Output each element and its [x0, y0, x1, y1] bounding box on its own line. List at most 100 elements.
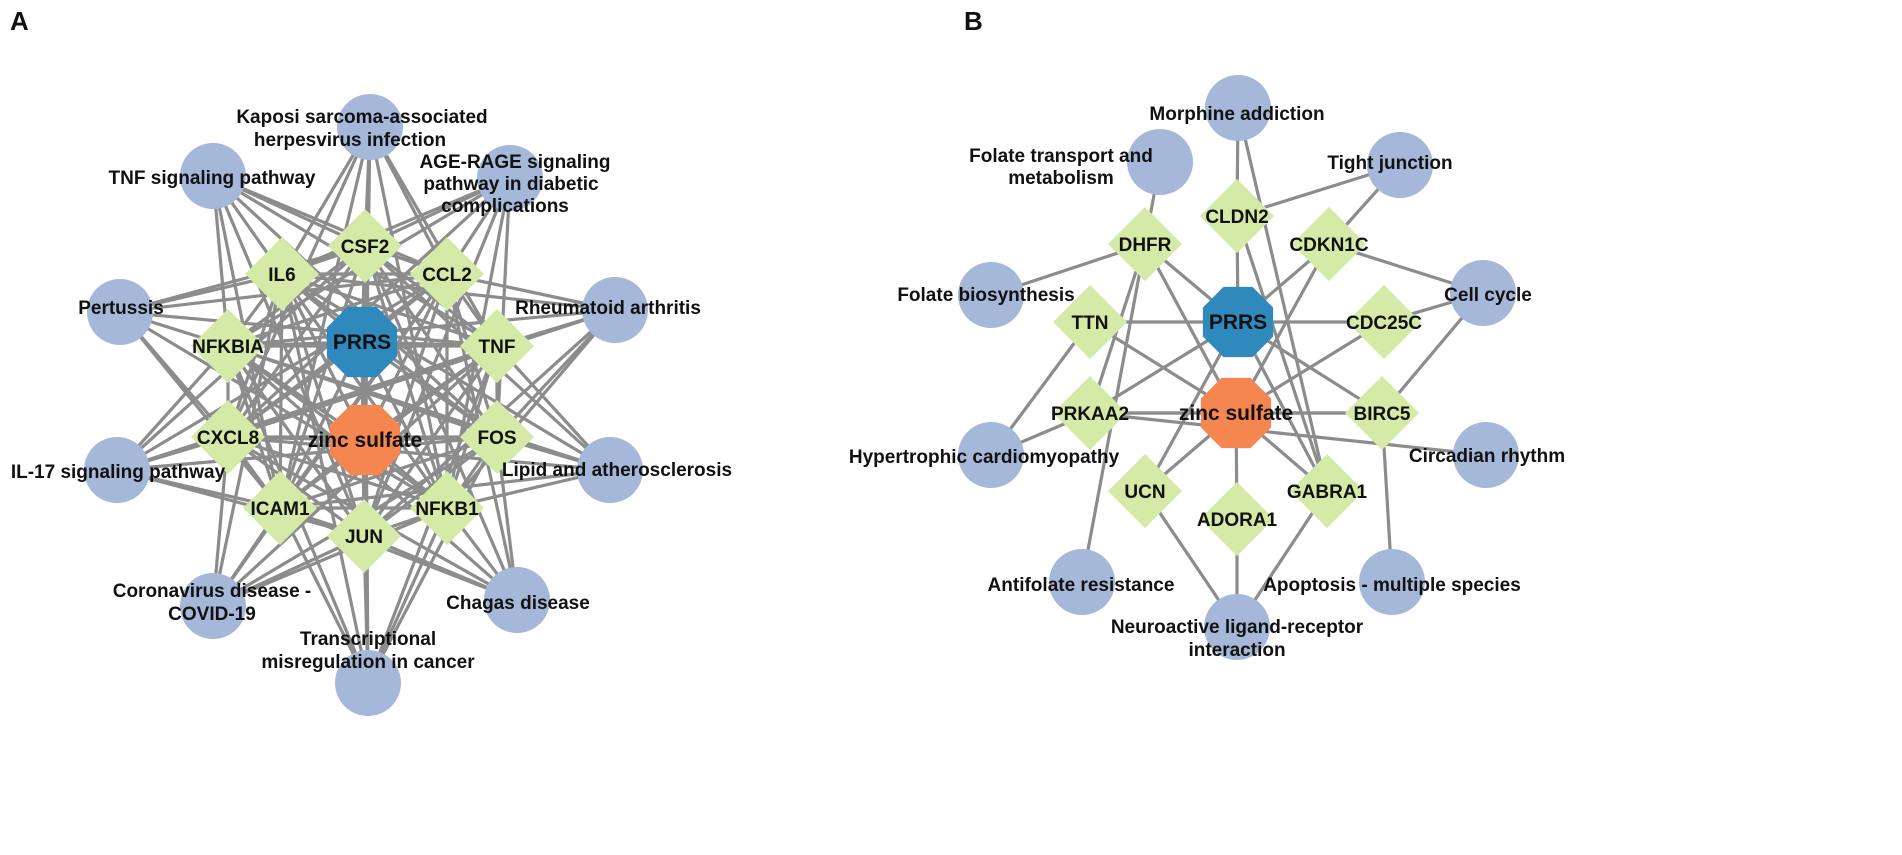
- pathway-node-kshv[interactable]: [337, 94, 403, 160]
- pathway-node-ra[interactable]: [582, 277, 648, 343]
- edge-fos-age: [495, 177, 512, 438]
- gene-node-tnf[interactable]: [460, 309, 534, 383]
- panel-a-label: A: [10, 6, 29, 36]
- pathway-node-cell[interactable]: [1450, 260, 1516, 326]
- edge-csf2-chagas: [363, 245, 519, 601]
- pathway-label-age: complications: [441, 196, 569, 217]
- pathway-node-neuro[interactable]: [1204, 594, 1270, 660]
- edge-il6-lipid: [281, 272, 611, 472]
- gene-node-birc5[interactable]: [1345, 376, 1419, 450]
- gene-node-ttn[interactable]: [1053, 285, 1127, 359]
- pathway-node-lipid[interactable]: [577, 437, 643, 503]
- pathway-node-pert[interactable]: [87, 279, 153, 345]
- pathway-label-apop: Apoptosis - multiple species: [1263, 575, 1521, 596]
- edge-ccl2-il17: [116, 272, 448, 472]
- pathway-label-kshv: herpesvirus infection: [254, 130, 446, 151]
- gene-node-icam1[interactable]: [243, 471, 317, 545]
- pathway-label-age: pathway in diabetic: [423, 174, 599, 195]
- prrs-hub-label: PRRS: [1209, 311, 1267, 334]
- zinc-sulfate-hub-label: zinc sulfate: [1179, 402, 1293, 425]
- pathway-label-age: AGE-RAGE signaling: [419, 152, 610, 173]
- pathway-node-age[interactable]: [477, 145, 543, 211]
- gene-label-il6: IL6: [268, 265, 295, 286]
- edge-prkaa2-circ: [1089, 411, 1487, 457]
- gene-node-prkaa2[interactable]: [1053, 376, 1127, 450]
- pathway-node-circ[interactable]: [1453, 422, 1519, 488]
- zinc-sulfate-hub-label: zinc sulfate: [308, 429, 422, 452]
- gene-node-ucn[interactable]: [1108, 454, 1182, 528]
- gene-label-icam1: ICAM1: [250, 499, 310, 520]
- pathway-node-chagas[interactable]: [484, 567, 550, 633]
- pathway-label-covid: Coronavirus disease -: [113, 581, 312, 602]
- gene-node-cxcl8[interactable]: [191, 400, 265, 474]
- edge-cldn2-gabra1: [1235, 215, 1329, 492]
- pathway-label-circ: Circadian rhythm: [1409, 446, 1565, 467]
- edge-nfkbia-ra: [227, 308, 616, 348]
- pathway-label-folt: metabolism: [1008, 168, 1114, 189]
- gene-node-nfkb1[interactable]: [410, 471, 484, 545]
- pathway-node-trans[interactable]: [335, 650, 401, 716]
- pathway-label-covid: COVID-19: [168, 604, 256, 625]
- gene-node-fos[interactable]: [460, 400, 534, 474]
- pathway-label-ra: Rheumatoid arthritis: [515, 298, 701, 319]
- pathway-label-kshv: Kaposi sarcoma-associated: [236, 107, 487, 128]
- gene-node-dhfr[interactable]: [1108, 207, 1182, 281]
- pathway-label-folb: Folate biosynthesis: [897, 285, 1074, 306]
- gene-node-adora1[interactable]: [1200, 482, 1274, 556]
- edge-gabra1-morph: [1236, 107, 1329, 492]
- gene-node-cdkn1c[interactable]: [1292, 207, 1366, 281]
- pathway-node-folt[interactable]: [1127, 129, 1193, 195]
- gene-node-csf2[interactable]: [328, 209, 402, 283]
- pathway-label-trans: misregulation in cancer: [261, 652, 475, 673]
- gene-node-cldn2[interactable]: [1200, 179, 1274, 253]
- pathway-label-chagas: Chagas disease: [446, 593, 590, 614]
- edge-jun-age: [362, 177, 512, 537]
- gene-label-ccl2: CCL2: [422, 265, 472, 286]
- pathway-node-tnfp[interactable]: [180, 143, 246, 209]
- gene-label-gabra1: GABRA1: [1287, 482, 1368, 503]
- pathway-label-trans: Transcriptional: [300, 629, 436, 650]
- gene-label-prkaa2: PRKAA2: [1051, 404, 1129, 425]
- zinc-sulfate-hub-node[interactable]: [329, 404, 401, 476]
- gene-node-ccl2[interactable]: [410, 237, 484, 311]
- gene-node-il6[interactable]: [245, 237, 319, 311]
- pathway-label-neuro: Neuroactive ligand-receptor: [1111, 617, 1364, 638]
- pathway-node-morph[interactable]: [1205, 75, 1271, 141]
- pathway-label-morph: Morphine addiction: [1149, 104, 1324, 125]
- gene-node-gabra1[interactable]: [1290, 454, 1364, 528]
- edge-icam1-kshv: [278, 126, 372, 509]
- gene-label-birc5: BIRC5: [1353, 404, 1410, 425]
- edge-il6-age: [281, 176, 511, 276]
- prrs-hub-node[interactable]: [1202, 286, 1274, 358]
- pathway-node-anti[interactable]: [1049, 549, 1115, 615]
- edge-icam1-pert: [118, 310, 282, 510]
- pathway-node-folb[interactable]: [958, 262, 1024, 328]
- pathway-label-tight: Tight junction: [1327, 153, 1452, 174]
- gene-label-fos: FOS: [477, 428, 516, 449]
- pathway-label-neuro: interaction: [1188, 640, 1285, 661]
- edge-fos-trans: [366, 436, 499, 684]
- prrs-hub-node[interactable]: [326, 306, 398, 378]
- pathway-label-il17: IL-17 signaling pathway: [11, 462, 226, 483]
- pathway-node-apop[interactable]: [1359, 549, 1425, 615]
- pathway-node-covid[interactable]: [180, 573, 246, 639]
- pathway-label-cell: Cell cycle: [1444, 285, 1532, 306]
- edge-fos-tnfp: [211, 174, 499, 439]
- pathway-node-tight[interactable]: [1367, 132, 1433, 198]
- pathway-label-pert: Pertussis: [78, 298, 164, 319]
- pathway-node-il17[interactable]: [84, 437, 150, 503]
- pathway-label-tnfp: TNF signaling pathway: [109, 168, 316, 189]
- gene-label-tnf: TNF: [479, 337, 516, 358]
- gene-node-jun[interactable]: [327, 499, 401, 573]
- edge-ccl2-tnfp: [212, 174, 448, 276]
- pathway-label-folt: Folate transport and: [969, 146, 1153, 167]
- zinc-sulfate-hub-node[interactable]: [1200, 377, 1272, 449]
- gene-node-nfkbia[interactable]: [191, 309, 265, 383]
- gene-label-jun: JUN: [345, 527, 383, 548]
- pathway-node-hcm[interactable]: [958, 422, 1024, 488]
- edge-fos-jun: [363, 435, 498, 538]
- gene-node-cdc25c[interactable]: [1347, 285, 1421, 359]
- edge-cxcl8-lipid: [227, 435, 611, 472]
